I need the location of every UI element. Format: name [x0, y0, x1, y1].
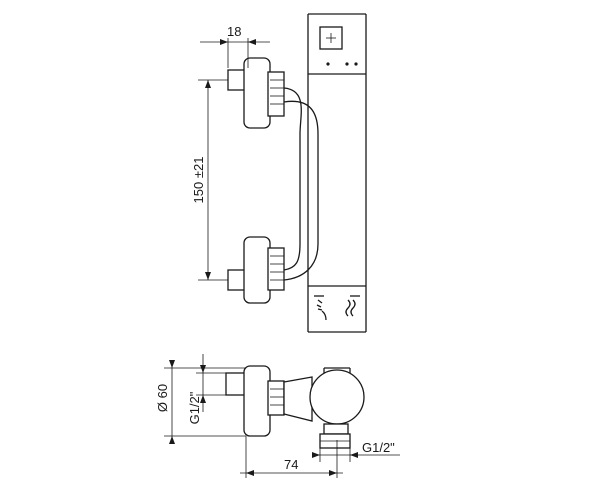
mixer-bar: [307, 13, 367, 333]
connecting-pipes: [283, 87, 319, 281]
dimension-label-top-width: 18: [227, 24, 241, 39]
dimension-label-outlet-thread: G1/2": [362, 440, 395, 455]
top-view: Ø 60 G1/2" 74 G1/2": [155, 354, 400, 478]
dimension-top-width: 18: [200, 24, 270, 68]
dimension-body-diameter: Ø 60: [155, 360, 246, 444]
dimension-label-projection: 74: [284, 457, 298, 472]
temperature-wave-icon: [345, 299, 356, 317]
connector-arm: [283, 376, 313, 422]
indicator-dot: [354, 62, 358, 66]
indicator-dot: [345, 62, 349, 66]
dimension-outlet-thread: G1/2": [312, 440, 400, 462]
thermostat-body: [309, 367, 365, 425]
outlet-connector: [319, 423, 351, 449]
front-view: 18 150 ±21: [191, 13, 367, 333]
dimension-projection: 74: [240, 436, 343, 478]
lower-eccentric: [227, 236, 285, 304]
dimension-label-center-distance: 150 ±21: [191, 157, 206, 204]
upper-eccentric: [227, 57, 285, 129]
dimension-center-distance: 150 ±21: [191, 79, 228, 281]
indicator-dot: [326, 62, 330, 66]
shower-flow-icon: [316, 299, 327, 321]
dimension-label-inlet-thread: G1/2": [187, 391, 202, 424]
dimension-label-diameter: Ø 60: [155, 384, 170, 412]
temperature-handle: [319, 26, 343, 50]
eccentric-nut-top: [225, 365, 285, 437]
dimension-inlet-thread: G1/2": [187, 354, 228, 424]
flow-control-area: [314, 295, 360, 321]
